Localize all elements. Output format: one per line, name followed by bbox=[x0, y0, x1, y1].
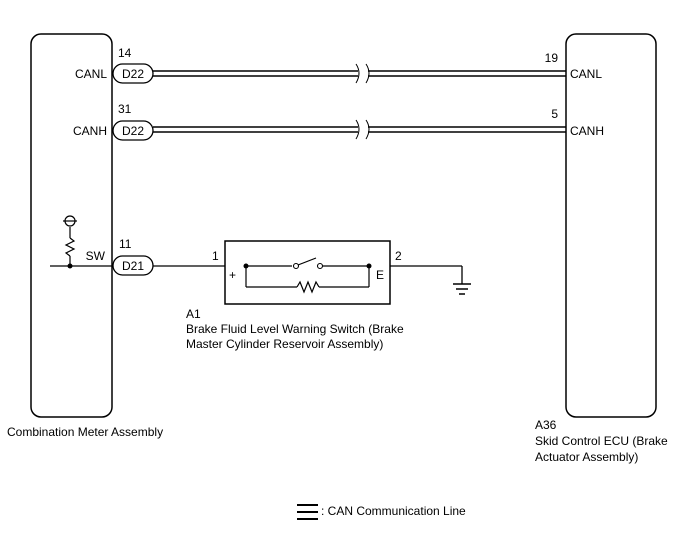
canl-right-label: CANL bbox=[570, 67, 602, 81]
switch-id: A1 bbox=[186, 307, 201, 321]
canl-left-pin: 14 bbox=[118, 46, 132, 60]
meter-name: Combination Meter Assembly bbox=[7, 425, 163, 439]
ecu-name-line2: Actuator Assembly) bbox=[535, 450, 638, 464]
can-line-legend-icon bbox=[297, 504, 318, 520]
canl-wire bbox=[153, 63, 566, 84]
connector-d22-canh bbox=[112, 120, 154, 141]
switch-name-line1: Brake Fluid Level Warning Switch (Brake bbox=[186, 322, 404, 336]
canl-right-pin: 19 bbox=[545, 51, 559, 65]
skid-control-ecu-box bbox=[565, 33, 657, 418]
canh-left-label: CANH bbox=[73, 124, 107, 138]
canh-left-pin: 31 bbox=[118, 102, 132, 116]
legend-text: : CAN Communication Line bbox=[321, 504, 466, 518]
canh-right-label: CANH bbox=[570, 124, 604, 138]
switch-term-plus: + bbox=[229, 268, 236, 282]
brake-fluid-switch bbox=[224, 240, 391, 305]
switch-term-e: E bbox=[376, 268, 384, 282]
canl-left-label: CANL bbox=[75, 67, 107, 81]
switch-pin-1: 1 bbox=[212, 249, 219, 263]
switch-name-line2: Master Cylinder Reservoir Assembly) bbox=[186, 337, 383, 351]
sw-internal-circuit bbox=[50, 215, 113, 269]
ecu-name-line1: Skid Control ECU (Brake bbox=[535, 434, 668, 448]
canl-connector: D22 bbox=[122, 67, 144, 81]
ecu-id: A36 bbox=[535, 418, 557, 432]
canh-connector: D22 bbox=[122, 124, 144, 138]
sw-label: SW bbox=[86, 249, 106, 263]
switch-box bbox=[224, 240, 391, 305]
canh-wire bbox=[153, 119, 566, 140]
ground bbox=[390, 265, 471, 295]
sw-connector: D21 bbox=[122, 259, 144, 273]
connector-d22-canl bbox=[112, 63, 154, 84]
canh-right-pin: 5 bbox=[551, 107, 558, 121]
switch-pin-2: 2 bbox=[395, 249, 402, 263]
sw-pin: 11 bbox=[119, 237, 132, 251]
